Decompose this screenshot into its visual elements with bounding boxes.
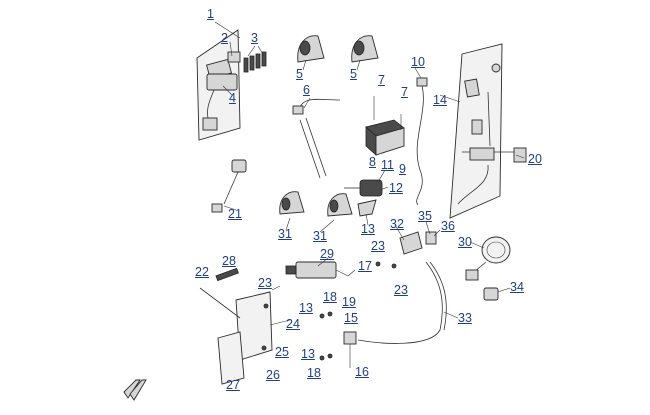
callout-13-middle[interactable]: 13	[299, 301, 313, 315]
callout-36[interactable]: 36	[441, 219, 455, 233]
plug-34	[483, 287, 499, 301]
callout-15[interactable]: 15	[344, 311, 358, 325]
callout-14[interactable]: 14	[433, 93, 447, 107]
callout-21[interactable]: 21	[228, 207, 242, 221]
callout-5-left[interactable]: 5	[296, 67, 303, 81]
horn-cover-left	[297, 35, 325, 63]
callout-18-upper[interactable]: 18	[323, 290, 337, 304]
callout-22[interactable]: 22	[195, 265, 209, 279]
callout-4[interactable]: 4	[229, 91, 236, 105]
switch-32	[399, 231, 423, 255]
cdi-unit	[344, 179, 383, 197]
sensor-cable	[292, 98, 341, 179]
callout-9[interactable]: 9	[399, 162, 406, 176]
callout-25[interactable]: 25	[275, 345, 289, 359]
callout-8[interactable]: 8	[369, 155, 376, 169]
callout-1[interactable]: 1	[207, 7, 214, 21]
callout-16[interactable]: 16	[355, 365, 369, 379]
callout-31-left[interactable]: 31	[278, 227, 292, 241]
strap-28	[215, 267, 239, 282]
callout-31-right[interactable]: 31	[313, 229, 327, 243]
perspective-brand-mark-icon	[123, 379, 147, 401]
callout-19[interactable]: 19	[342, 295, 356, 309]
leader-lines	[214, 21, 525, 326]
horn-31-left	[279, 191, 305, 215]
callout-13-lower[interactable]: 13	[301, 347, 315, 361]
callout-26[interactable]: 26	[266, 368, 280, 382]
lamp-30	[465, 236, 511, 281]
cable-33	[357, 261, 447, 344]
callout-2[interactable]: 2	[221, 31, 228, 45]
callout-32[interactable]: 32	[390, 217, 404, 231]
regulator-fuse-block-assembly	[196, 29, 267, 141]
switch-36	[425, 231, 437, 245]
horn-31-right	[327, 193, 353, 217]
bracket-13	[357, 199, 377, 217]
horn-cover-right	[351, 35, 379, 63]
callout-23-left[interactable]: 23	[258, 276, 272, 290]
callout-30[interactable]: 30	[458, 235, 472, 249]
callout-18-lower[interactable]: 18	[307, 366, 321, 380]
callout-29[interactable]: 29	[320, 247, 334, 261]
callout-7-lower[interactable]: 7	[401, 85, 408, 99]
callout-23-upper[interactable]: 23	[371, 239, 385, 253]
callout-23-right[interactable]: 23	[394, 283, 408, 297]
harness-loop	[416, 77, 428, 206]
callout-7-upper[interactable]: 7	[378, 73, 385, 87]
starter-relay	[285, 261, 349, 279]
mounting-bracket	[199, 287, 273, 385]
callout-34[interactable]: 34	[510, 280, 524, 294]
callout-28[interactable]: 28	[222, 254, 236, 268]
callout-12[interactable]: 12	[389, 181, 403, 195]
callout-13-upper[interactable]: 13	[361, 222, 375, 236]
connector-harness-21	[211, 159, 247, 213]
callout-10[interactable]: 10	[411, 55, 425, 69]
control-module	[365, 96, 405, 156]
callout-27[interactable]: 27	[226, 378, 240, 392]
callout-5-right[interactable]: 5	[350, 67, 357, 81]
callout-17[interactable]: 17	[358, 259, 372, 273]
fasteners	[261, 261, 397, 361]
handlebar-switch-assembly	[449, 43, 527, 219]
callout-6[interactable]: 6	[303, 83, 310, 97]
callout-33[interactable]: 33	[458, 311, 472, 325]
fuse-holder	[343, 331, 357, 368]
callout-35[interactable]: 35	[418, 209, 432, 223]
callout-20[interactable]: 20	[528, 152, 542, 166]
callout-24[interactable]: 24	[286, 317, 300, 331]
callout-3[interactable]: 3	[251, 31, 258, 45]
callout-11[interactable]: 11	[381, 158, 394, 172]
